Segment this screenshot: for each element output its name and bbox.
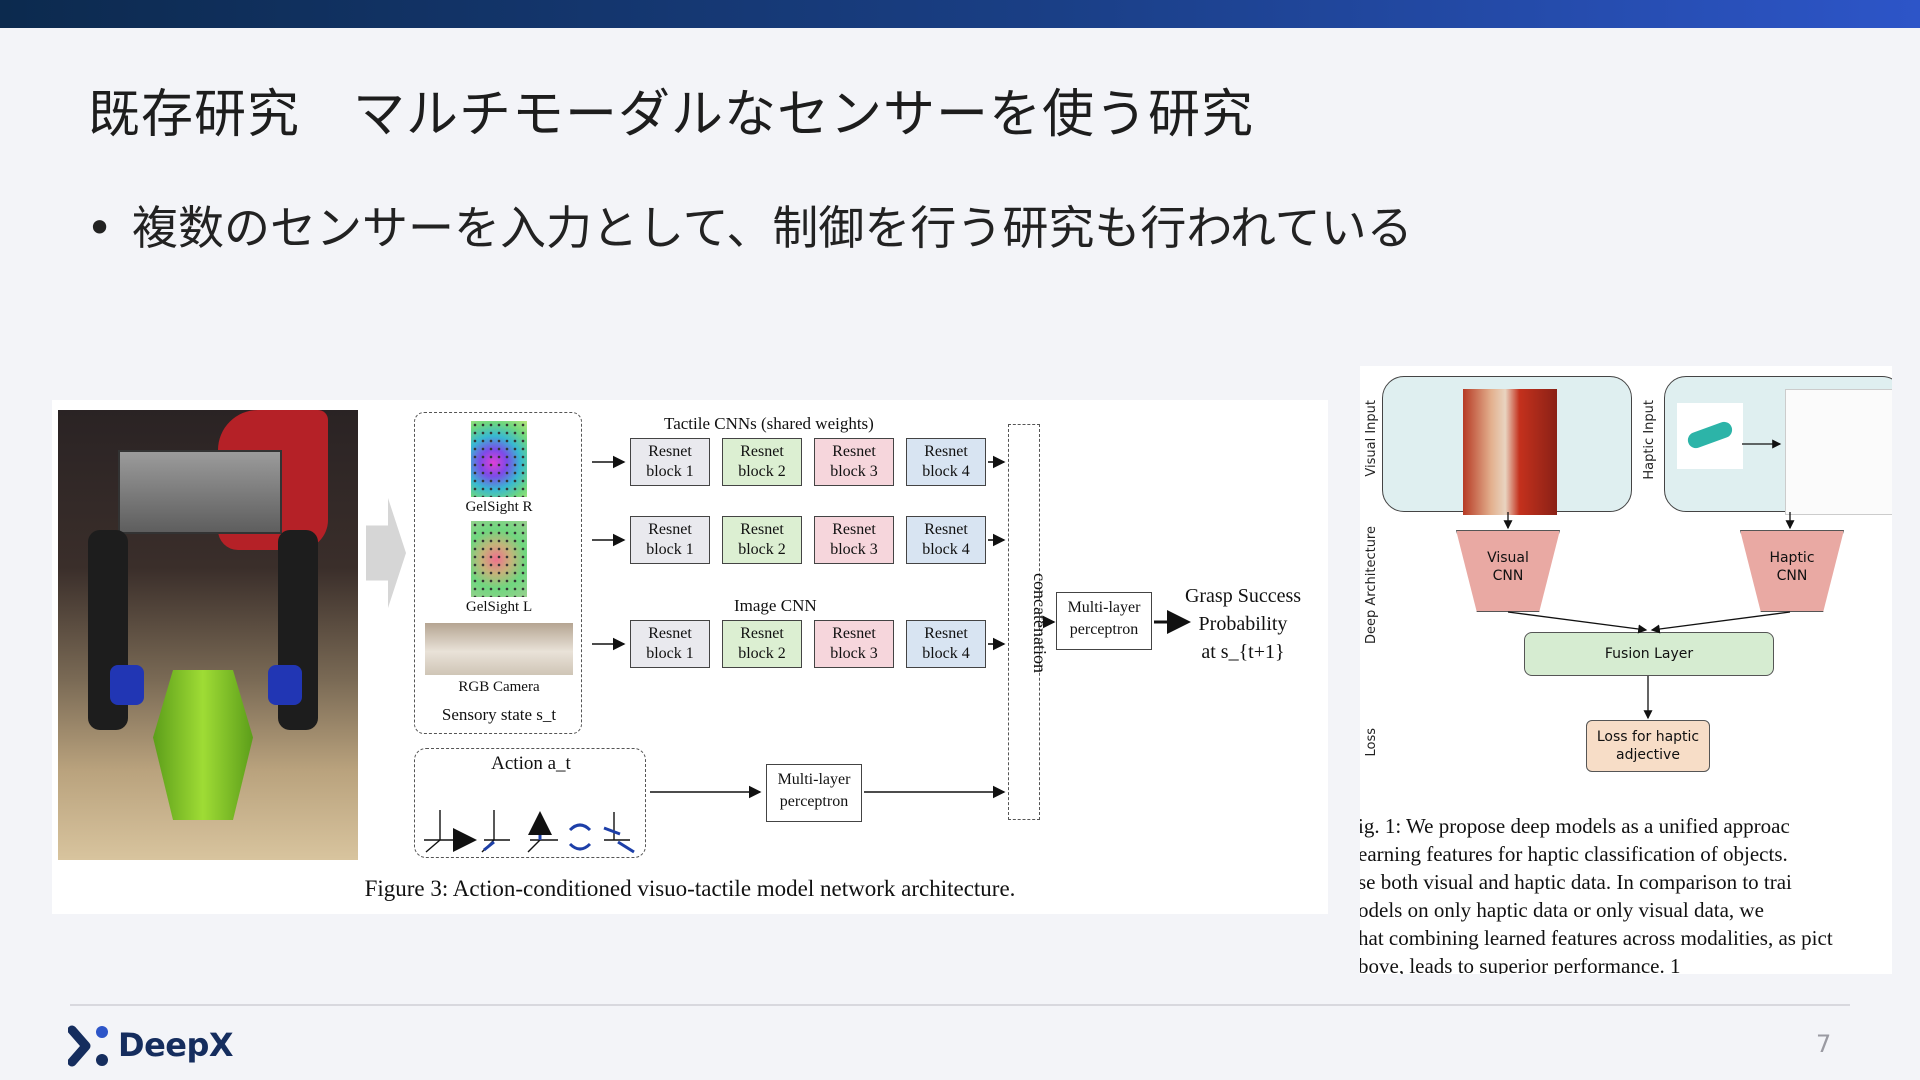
gelsight-l-label: GelSight L bbox=[465, 599, 533, 615]
bullet-marker: • bbox=[86, 201, 114, 255]
visual-input-panel bbox=[1382, 376, 1632, 515]
deepx-logo-icon bbox=[68, 1025, 108, 1067]
gelsight-l-image bbox=[471, 521, 527, 597]
haptic-sensor-photo bbox=[1677, 403, 1743, 469]
figure-visuo-tactile: GelSight R GelSight L RGB Camera Sensory… bbox=[52, 400, 1328, 914]
figure-1-caption: ig. 1: We propose deep models as a unifi… bbox=[1360, 814, 1833, 974]
rgb-camera-image bbox=[425, 623, 573, 675]
object-photo bbox=[1463, 389, 1557, 515]
figure-3-caption: Figure 3: Action-conditioned visuo-tacti… bbox=[364, 876, 1016, 901]
slide-title: 既存研究 マルチモーダルなセンサーを使う研究 bbox=[88, 85, 1255, 145]
haptic-signal-plot bbox=[1785, 389, 1892, 515]
page-number: 7 bbox=[1816, 1030, 1832, 1058]
concatenation-label: concatenation bbox=[1030, 573, 1050, 673]
concatenation-box bbox=[1008, 424, 1040, 820]
robot-gripper-photo bbox=[58, 410, 358, 860]
sensory-state-label: Sensory state s_t bbox=[441, 705, 557, 724]
image-cnn-title: Image CNN bbox=[734, 596, 817, 615]
top-accent-bar bbox=[0, 0, 1920, 28]
bullet-text: 複数のセンサーを入力として、制御を行う研究も行われている bbox=[132, 201, 1413, 255]
deepx-logo: DeepX bbox=[66, 1020, 234, 1068]
tactile-cnn-title: Tactile CNNs (shared weights) bbox=[664, 414, 874, 433]
footer-divider bbox=[70, 1004, 1850, 1006]
action-group: Action a_t bbox=[414, 748, 646, 858]
action-label: Action a_t bbox=[491, 753, 571, 774]
figure-haptic-classification: Visual Input Haptic Input Deep Architect… bbox=[1360, 366, 1892, 974]
figure-1-arrows bbox=[1503, 439, 1795, 720]
gelsight-r-image bbox=[471, 421, 527, 497]
figure-3-arrows bbox=[424, 455, 1191, 854]
rgb-camera-label: RGB Camera bbox=[458, 679, 540, 695]
gelsight-r-label: GelSight R bbox=[465, 499, 533, 515]
bullet-item: • 複数のセンサーを入力として、制御を行う研究も行われている bbox=[86, 192, 1413, 258]
fusion-layer-box: Fusion Layer bbox=[1524, 632, 1774, 676]
sensory-state-group: GelSight R GelSight L RGB Camera Sensory… bbox=[414, 412, 582, 734]
deepx-logo-text: DeepX bbox=[118, 1026, 234, 1064]
